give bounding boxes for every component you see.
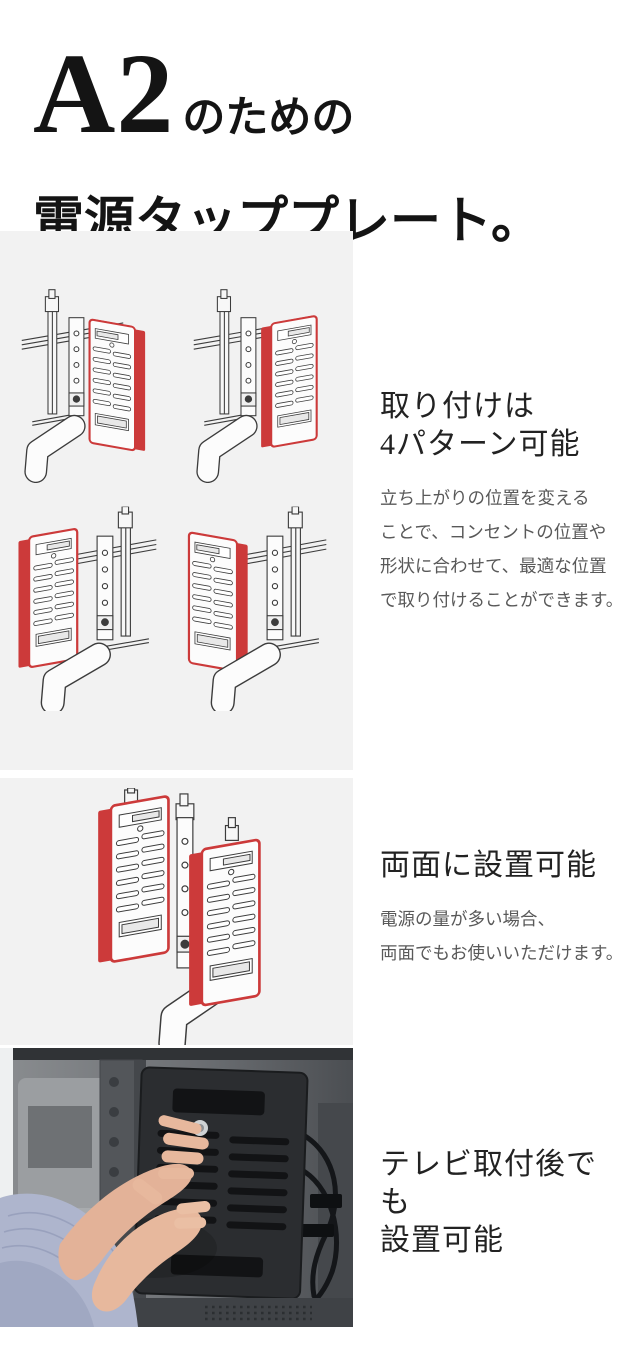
heading-line: 設置可能 xyxy=(380,1224,504,1258)
after-install-heading: テレビ取付後でも設置可能 xyxy=(380,1146,618,1260)
mount-patterns-panel xyxy=(0,231,353,770)
heading-line: 4パターン可能 xyxy=(380,428,581,462)
power-tap-plate-right xyxy=(187,838,261,1010)
heading-line: 両面に設置可能 xyxy=(380,849,597,882)
both-sides-copy: 両面に設置可能 電源の量が多い場合、 両面でもお使いいただけます。 xyxy=(380,847,624,970)
mount-diagram-bottom-right xyxy=(187,506,327,711)
power-tap-plate xyxy=(88,318,146,454)
installation-photo-image xyxy=(0,1048,353,1327)
both-sides-panel xyxy=(0,778,353,1045)
installation-photo xyxy=(0,1048,353,1327)
heading-line: 取り付けは xyxy=(380,390,535,423)
hands xyxy=(58,1115,211,1312)
both-sides-heading: 両面に設置可能 xyxy=(380,847,618,885)
after-install-copy: テレビ取付後でも設置可能 xyxy=(380,1146,618,1260)
mount-patterns-copy: 取り付けは 4パターン可能 立ち上がりの位置を変える ことで、コンセントの位置や … xyxy=(380,388,624,617)
title-product-name: A2 xyxy=(33,30,175,157)
body-line: 形状に合わせて、最適な位置 xyxy=(380,556,607,577)
title-line1-rest: のための xyxy=(182,95,355,142)
power-tap-plate xyxy=(187,531,249,675)
body-line: 両面でもお使いいただけます。 xyxy=(380,943,624,964)
mount-diagram-top-left xyxy=(21,289,146,483)
body-line: 立ち上がりの位置を変える xyxy=(380,488,590,509)
mount-patterns-heading: 取り付けは 4パターン可能 xyxy=(380,388,618,464)
mount-diagram-top-right xyxy=(193,289,318,483)
body-line: 電源の量が多い場合、 xyxy=(380,909,555,930)
power-tap-plate xyxy=(260,314,318,450)
power-tap-plate-left xyxy=(97,794,170,966)
body-line: ことで、コンセントの位置や xyxy=(380,522,607,543)
mount-diagram-bottom-left xyxy=(17,506,157,711)
both-sides-diagram xyxy=(97,788,261,1045)
both-sides-body: 電源の量が多い場合、 両面でもお使いいただけます。 xyxy=(380,902,624,970)
power-tap-plate xyxy=(17,527,79,671)
body-line: で取り付けることができます。 xyxy=(380,590,624,611)
heading-line: テレビ取付後でも xyxy=(380,1148,597,1220)
mount-patterns-body: 立ち上がりの位置を変える ことで、コンセントの位置や 形状に合わせて、最適な位置… xyxy=(380,481,624,617)
